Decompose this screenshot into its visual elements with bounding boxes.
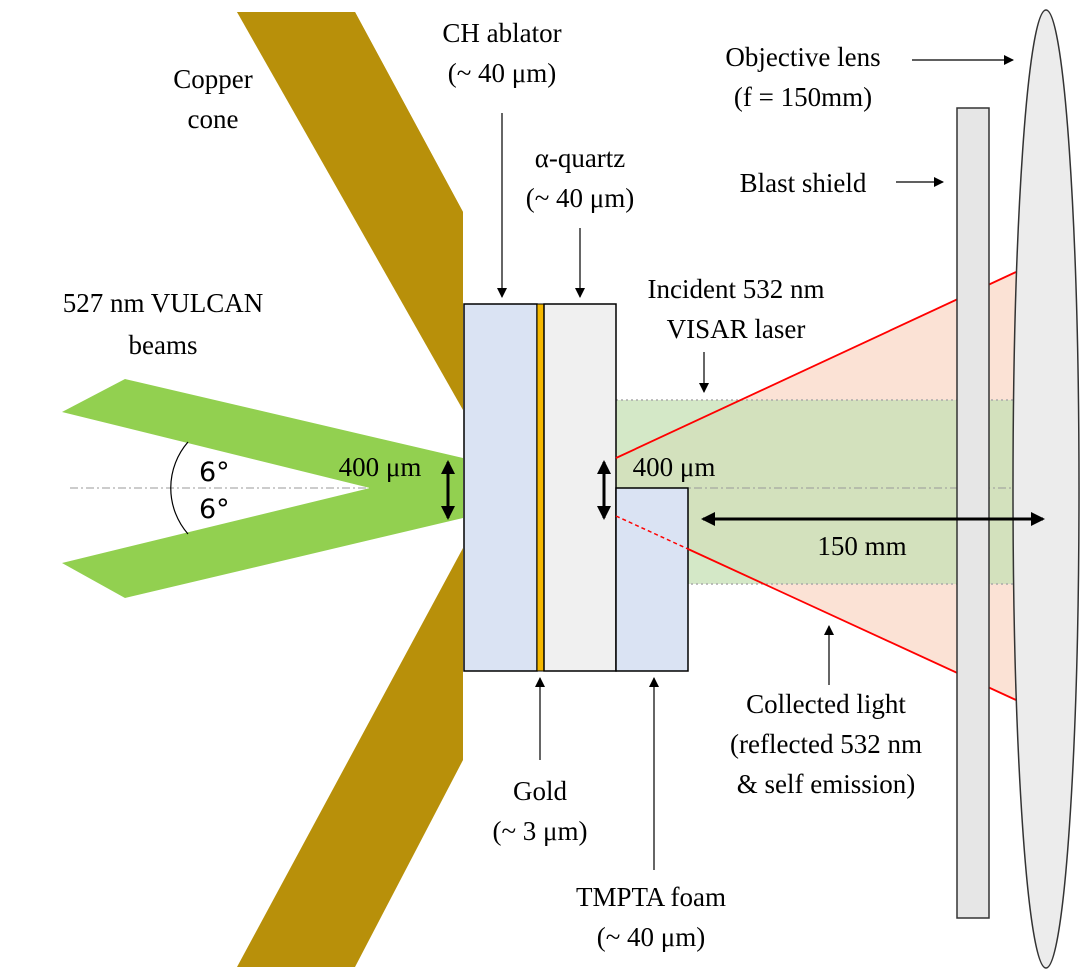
collected-label-2: (reflected 532 nm [730,729,922,759]
ch-ablator-label-2: (~ 40 μm) [448,58,557,88]
copper-label-1: Copper [173,64,252,94]
vulcan-label-1: 527 nm VULCAN [63,288,264,318]
objective-lens [1012,9,1080,969]
ch-ablator [463,303,538,672]
collection-edge-upper [615,271,1017,459]
vulcan-beam-upper [62,379,463,488]
quartz-label-1: α-quartz [535,143,626,173]
angle-label-upper: 6° [199,457,230,488]
gold-label-1: Gold [513,776,568,806]
objective-label-2: (f = 150mm) [734,82,872,112]
tmpta-label-2: (~ 40 μm) [597,922,706,952]
distance-label: 150 mm [817,531,906,561]
collected-label-1: Collected light [746,689,906,719]
gold-label-2: (~ 3 μm) [492,816,587,846]
vulcan-label-2: beams [129,330,198,360]
angle-arc [170,441,189,535]
gold-layer [536,303,545,672]
incident-label-1: Incident 532 nm [648,274,825,304]
copper-label-2: cone [188,104,239,134]
copper-cone-lower [237,548,463,967]
vulcan-beam-lower [62,488,463,598]
blast-shield-label: Blast shield [740,168,867,198]
tmpta-foam [615,487,689,672]
blast-shield [956,107,990,919]
tmpta-label-1: TMPTA foam [576,882,726,912]
copper-cone-upper [237,12,463,410]
spot-label-right: 400 μm [633,452,716,482]
spot-label-left: 400 μm [339,452,422,482]
collected-label-3: & self emission) [737,769,915,799]
ch-ablator-label-1: CH ablator [442,18,561,48]
angle-label-lower: 6° [199,494,230,525]
objective-label-1: Objective lens [725,42,880,72]
quartz-label-2: (~ 40 μm) [526,183,635,213]
incident-label-2: VISAR laser [667,314,806,344]
collection-edge-lower-dashed [615,515,689,550]
